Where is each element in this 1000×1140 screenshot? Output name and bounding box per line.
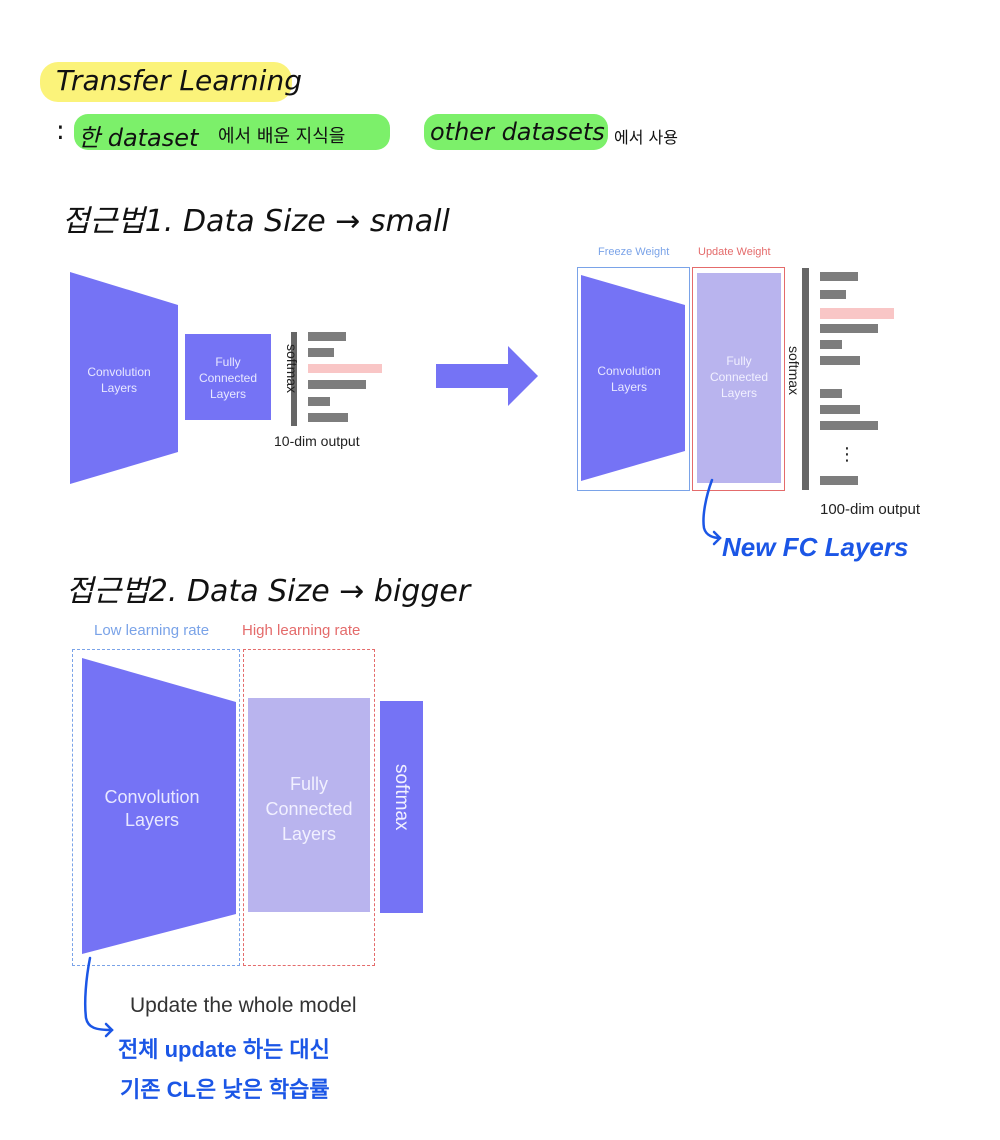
approach1-right-output-bar <box>820 405 860 414</box>
approach1-right-output-bar <box>820 290 846 299</box>
approach1-right-output-bar <box>820 272 858 281</box>
approach1-right-fc-box <box>697 273 781 483</box>
approach1-left-output-bar <box>308 397 330 406</box>
approach1-right-output-bar <box>820 356 860 365</box>
approach2-fc-box <box>248 698 370 912</box>
approach2-high-rate-outline <box>243 649 375 966</box>
approach1-right-softmax-label: softmax <box>786 346 802 396</box>
approach1-left-output-bar-highlight <box>308 364 382 373</box>
approach1-freeze-outline <box>577 267 690 491</box>
approach1-left-softmax-label: softmax <box>284 344 300 394</box>
approach1-left-conv-shape <box>70 272 178 484</box>
approach1-right-output-bar <box>820 421 878 430</box>
approach2-heading: 접근법2. Data Size → bigger <box>66 574 471 609</box>
title-highlight <box>40 62 292 102</box>
approach2-high-rate-label: High learning rate <box>242 622 361 639</box>
arrow-right-icon <box>436 346 538 406</box>
approach1-left-output-bar <box>308 332 346 341</box>
approach1-right-fc-label: Fully Connected Layers <box>709 354 769 400</box>
approach1-right-softmax-bar <box>802 268 809 490</box>
approach2-note-line2: 기존 CL은 낮은 학습률 <box>120 1077 330 1102</box>
subtitle-part-4: 에서 사용 <box>614 128 678 147</box>
approach1-left-softmax-bar <box>291 332 297 426</box>
approach1-left-output-label: 10-dim output <box>274 433 360 449</box>
subtitle-highlight-1 <box>74 114 390 150</box>
approach2-softmax-label: softmax <box>391 764 412 831</box>
subtitle-part-3: other datasets <box>430 118 605 146</box>
approach1-update-label: Update Weight <box>698 246 771 258</box>
approach2-softmax-box <box>380 701 423 913</box>
subtitle-part-1: 한 dataset <box>78 124 199 152</box>
page-title: Transfer Learning <box>56 64 302 97</box>
approach2-note-line1: 전체 update 하는 대신 <box>118 1037 330 1062</box>
approach1-right-conv-label: Convolution Layers <box>597 364 661 394</box>
subtitle-part-2: 에서 배운 지식을 <box>218 126 346 147</box>
approach1-left-fc-label: Fully Connected Layers <box>198 355 258 401</box>
approach1-right-output-bar <box>820 340 842 349</box>
approach1-update-outline <box>692 267 785 491</box>
approach2-low-rate-outline <box>72 649 240 966</box>
approach1-right-output-bar <box>820 324 878 333</box>
approach2-fc-label: Fully Connected Layers <box>265 774 353 844</box>
approach1-left-fc-box <box>185 334 271 420</box>
approach1-left-output-bar <box>308 380 366 389</box>
approach1-right-output-bar <box>820 389 842 398</box>
approach2-caption: Update the whole model <box>130 994 357 1017</box>
approach2-conv-shape <box>82 658 236 954</box>
approach1-right-output-label: 100-dim output <box>820 501 921 518</box>
approach1-left-output-bar <box>308 413 348 422</box>
subtitle-prefix: : <box>56 116 65 146</box>
approach1-right-output-bar-highlight <box>820 308 894 319</box>
subtitle-highlight-2 <box>424 114 608 150</box>
approach2-low-rate-label: Low learning rate <box>94 622 210 639</box>
approach1-freeze-label: Freeze Weight <box>598 246 670 258</box>
hand-pointer-arrow <box>702 478 722 546</box>
approach1-left-output-bar <box>308 348 334 357</box>
approach2-conv-label: Convolution Layers <box>104 787 200 830</box>
approach1-left-conv-label: Convolution Layers <box>87 365 151 395</box>
approach1-right-conv-shape <box>581 275 685 481</box>
approach1-note: New FC Layers <box>722 532 909 562</box>
approach1-right-output-bar <box>820 476 858 485</box>
hand-pointer-arrow <box>83 956 114 1038</box>
approach1-heading: 접근법1. Data Size → small <box>62 204 450 239</box>
approach1-right-ellipsis: ⋮ <box>838 444 856 464</box>
